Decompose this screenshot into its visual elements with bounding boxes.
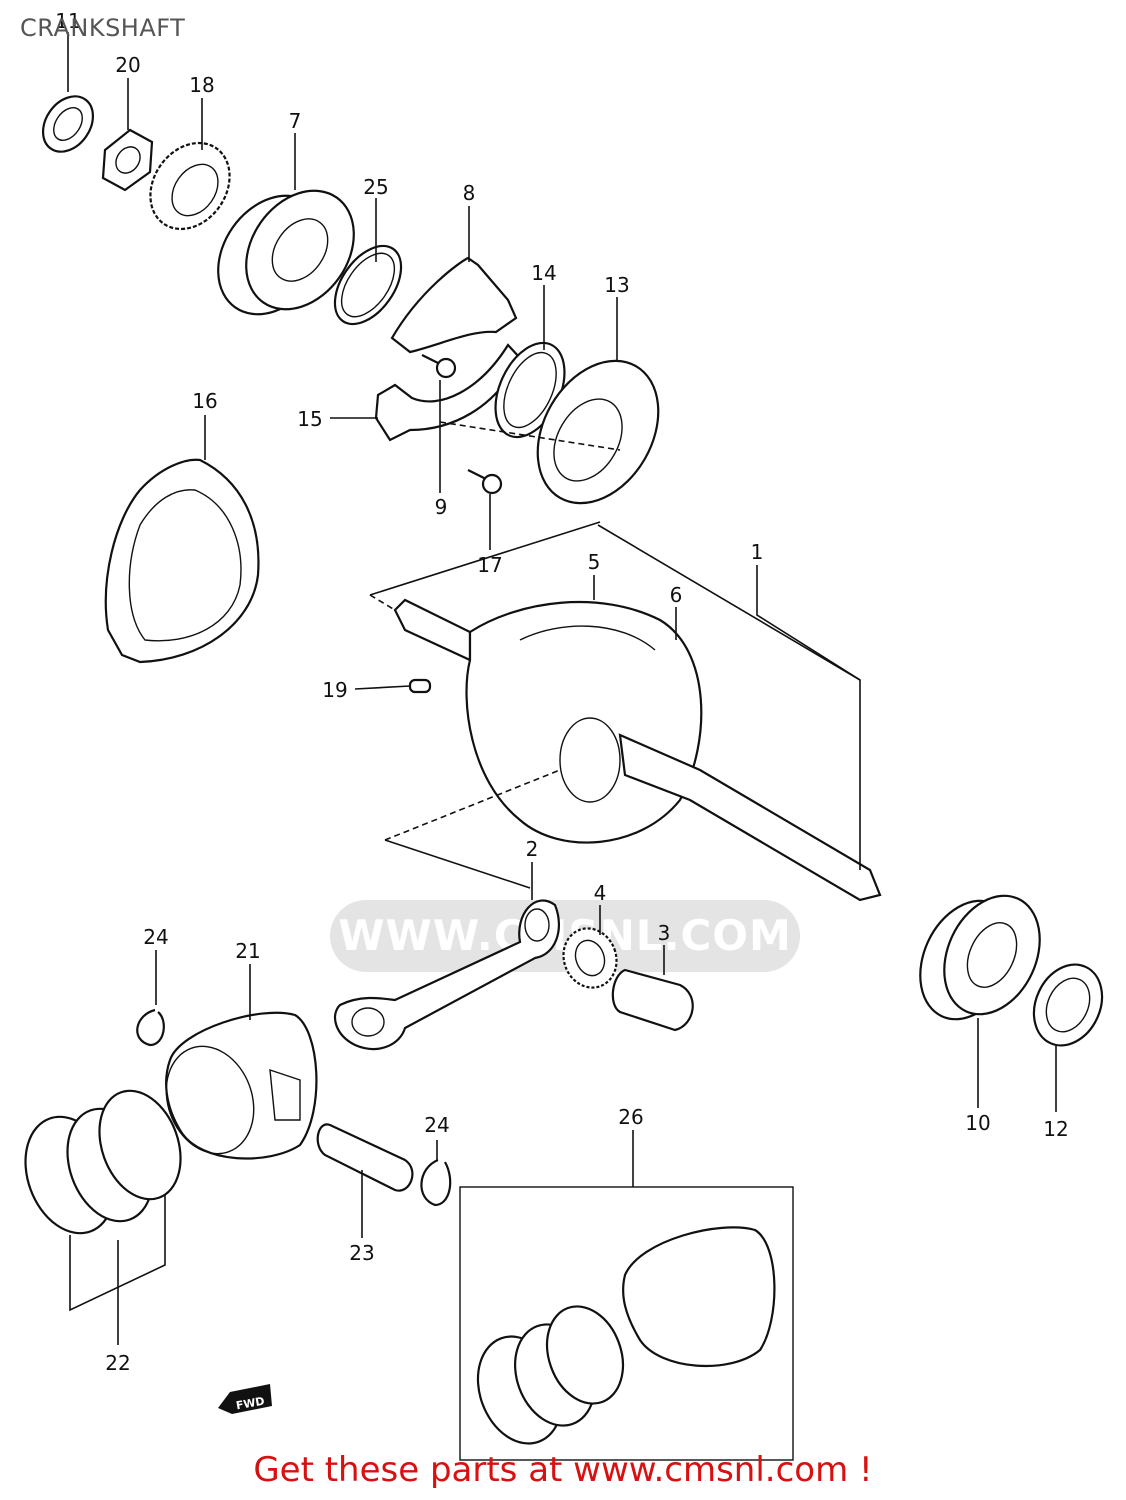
crankshaft-1[interactable] [393, 598, 882, 902]
callout-24-top: 24 [143, 925, 168, 949]
callout-26: 26 [618, 1105, 643, 1129]
callout-19: 19 [322, 678, 347, 702]
leader-lines [67, 32, 1057, 1345]
page-title: CRANKSHAFT [20, 14, 186, 42]
thrust-washer-13[interactable] [513, 339, 683, 525]
screw-9[interactable] [421, 354, 457, 379]
callout-8: 8 [463, 181, 476, 205]
callout-10: 10 [965, 1111, 990, 1135]
piston-rings-22[interactable] [10, 1079, 195, 1245]
piston-pin-23[interactable] [316, 1123, 414, 1192]
ring-25[interactable] [321, 234, 414, 336]
callout-23: 23 [349, 1241, 374, 1265]
oil-seal-12[interactable] [1021, 953, 1115, 1056]
callout-18: 18 [189, 73, 214, 97]
callout-5: 5 [588, 550, 601, 574]
callout-25: 25 [363, 175, 388, 199]
callout-17: 17 [477, 553, 502, 577]
circlip-24-right[interactable] [420, 1158, 452, 1207]
key-19[interactable] [408, 678, 432, 694]
gear-18[interactable] [134, 128, 246, 245]
callout-22: 22 [105, 1351, 130, 1375]
screw-17[interactable] [467, 469, 503, 495]
bearing-10[interactable] [902, 880, 1058, 1035]
connecting-rod-2[interactable] [333, 899, 560, 1050]
gasket-16[interactable] [104, 458, 260, 664]
callout-2: 2 [526, 837, 539, 861]
callout-15: 15 [297, 407, 322, 431]
callout-labels: 11 20 18 7 25 8 14 13 16 15 9 17 5 1 6 1… [55, 9, 1068, 1375]
piston-21[interactable] [152, 1011, 318, 1166]
callout-12: 12 [1043, 1117, 1068, 1141]
callout-20: 20 [115, 53, 140, 77]
callout-7: 7 [289, 109, 302, 133]
callout-6: 6 [670, 583, 683, 607]
watermark: WWW.CMSNL.COM [330, 900, 800, 972]
svg-text:FWD: FWD [235, 1395, 266, 1413]
callout-14: 14 [531, 261, 556, 285]
footer-link[interactable]: Get these parts at www.cmsnl.com ! [253, 1450, 873, 1490]
callout-11: 11 [55, 9, 80, 33]
callout-21: 21 [235, 939, 260, 963]
circlip-24-left[interactable] [136, 1008, 165, 1047]
oil-seal-11[interactable] [33, 87, 103, 161]
callout-16: 16 [192, 389, 217, 413]
callout-13: 13 [604, 273, 629, 297]
crank-pin-3[interactable] [611, 968, 694, 1032]
callout-9: 9 [435, 495, 448, 519]
retainer-plate-8[interactable] [390, 256, 518, 354]
callout-4: 4 [594, 881, 607, 905]
nut-20[interactable] [101, 128, 154, 192]
bearing-7[interactable] [196, 170, 376, 335]
piston-set-26[interactable] [459, 1186, 794, 1461]
callout-1: 1 [751, 540, 764, 564]
needle-bearing-4[interactable] [555, 921, 624, 995]
fwd-arrow-icon: FWD [218, 1384, 272, 1414]
callout-3: 3 [658, 921, 671, 945]
callout-24-bottom: 24 [424, 1113, 449, 1137]
